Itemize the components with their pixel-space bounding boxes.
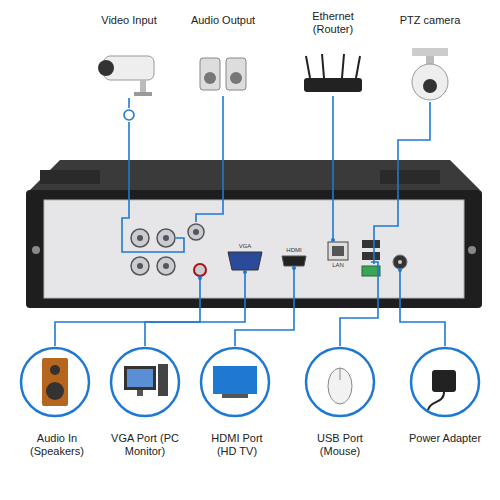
callout-label: VGA Port (PC Monitor) [107, 432, 183, 458]
router-icon [304, 54, 362, 92]
device-body [26, 190, 482, 308]
callout-label: Audio In (Speakers) [26, 432, 88, 458]
leader-lines [55, 96, 445, 346]
power-adapter-icon [428, 370, 456, 410]
device-top [30, 160, 480, 190]
rear-panel [44, 200, 464, 298]
callout-label: Ethernet (Router) [305, 10, 361, 36]
port-label: VGA [233, 243, 257, 250]
camera-icon [98, 56, 154, 96]
port-label: LAN [326, 262, 350, 269]
port-label: HDMI [282, 247, 306, 254]
speaker-icon [200, 58, 246, 90]
callout-label: Audio Output [183, 14, 263, 27]
hd-tv-icon [213, 366, 257, 398]
mouse-icon [328, 368, 352, 404]
pc-monitor-icon [124, 364, 168, 396]
callout-label: USB Port (Mouse) [310, 432, 370, 458]
ptz-camera-icon [412, 48, 448, 100]
callout-label: HDMI Port (HD TV) [205, 432, 269, 458]
callout-label: Video Input [89, 14, 169, 27]
floor-speaker-icon [42, 358, 68, 406]
callout-label: Power Adapter [404, 432, 486, 445]
callout-label: PTZ camera [390, 14, 470, 27]
